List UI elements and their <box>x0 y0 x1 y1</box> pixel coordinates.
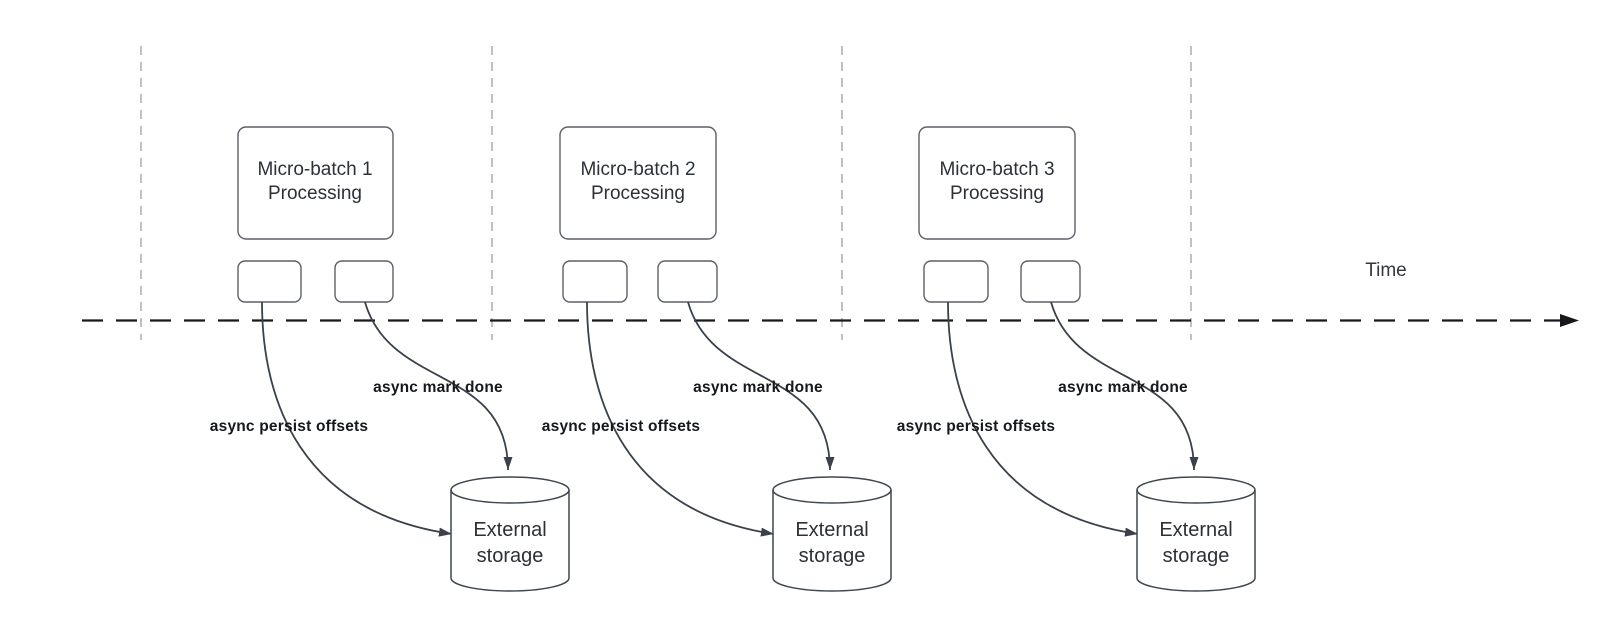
micro-batch-1-title: Micro-batch 1 Processing <box>257 158 372 206</box>
mark-done-label-2: async mark done <box>693 379 823 396</box>
micro-batch-3-task-box-b <box>1020 260 1081 303</box>
persist-offsets-arrow-3 <box>947 301 1139 537</box>
micro-batch-2-box <box>559 126 717 240</box>
external-storage-cylinder-3 <box>1136 476 1256 592</box>
time-axis-arrowhead-icon <box>1560 314 1579 327</box>
external-storage-label-2-line1: External <box>795 519 869 541</box>
micro-batch-1-title-line2: Processing <box>267 183 362 204</box>
micro-batch-1-task-box-b <box>334 260 394 303</box>
external-storage-cylinder-2-rim <box>772 489 892 504</box>
mark-done-arrow-3 <box>1050 301 1199 471</box>
external-storage-label-1: External storage <box>473 517 546 569</box>
persist-offsets-label-3: async persist offsets <box>896 418 1056 435</box>
external-storage-cylinder-2 <box>772 476 892 592</box>
micro-batch-1-task-box-a <box>237 260 302 303</box>
micro-batch-3-title-line1: Micro-batch 3 <box>939 159 1055 180</box>
external-storage-label-1-line1: External <box>473 519 547 541</box>
micro-batch-2-task-box-a <box>562 260 628 303</box>
external-storage-label-2: External storage <box>795 517 868 569</box>
external-storage-label-2-line2: storage <box>798 545 866 567</box>
persist-offsets-label-2: async persist offsets <box>541 418 701 435</box>
micro-batch-1-box <box>237 126 394 240</box>
external-storage-cylinder-1 <box>450 476 570 592</box>
time-axis-label: Time <box>1365 260 1407 281</box>
micro-batch-2-task-box-b <box>657 260 718 303</box>
external-storage-cylinder-3-rim <box>1136 489 1256 504</box>
micro-batch-3-title: Micro-batch 3 Processing <box>939 158 1054 206</box>
micro-batch-2-title-line2: Processing <box>590 183 685 204</box>
external-storage-cylinder-1-rim <box>450 489 570 504</box>
micro-batch-3-task-box-a <box>923 260 989 303</box>
external-storage-label-3: External storage <box>1159 517 1232 569</box>
mark-done-arrow-2 <box>687 301 835 471</box>
persist-offsets-arrow-2 <box>586 301 775 537</box>
micro-batch-2-title: Micro-batch 2 Processing <box>580 158 695 206</box>
external-storage-label-3-line2: storage <box>1162 545 1230 567</box>
micro-batch-3-box <box>918 126 1076 240</box>
micro-batch-1-title-line1: Micro-batch 1 <box>257 159 373 180</box>
micro-batch-3-title-line2: Processing <box>949 183 1044 204</box>
mark-done-label-1: async mark done <box>373 379 503 396</box>
persist-offsets-arrow-1 <box>261 301 453 537</box>
external-storage-label-3-line1: External <box>1159 519 1233 541</box>
external-storage-label-1-line2: storage <box>476 545 544 567</box>
mark-done-arrow-1 <box>364 301 513 471</box>
persist-offsets-label-1: async persist offsets <box>209 418 369 435</box>
micro-batch-2-title-line1: Micro-batch 2 <box>580 159 696 180</box>
mark-done-label-3: async mark done <box>1058 379 1188 396</box>
